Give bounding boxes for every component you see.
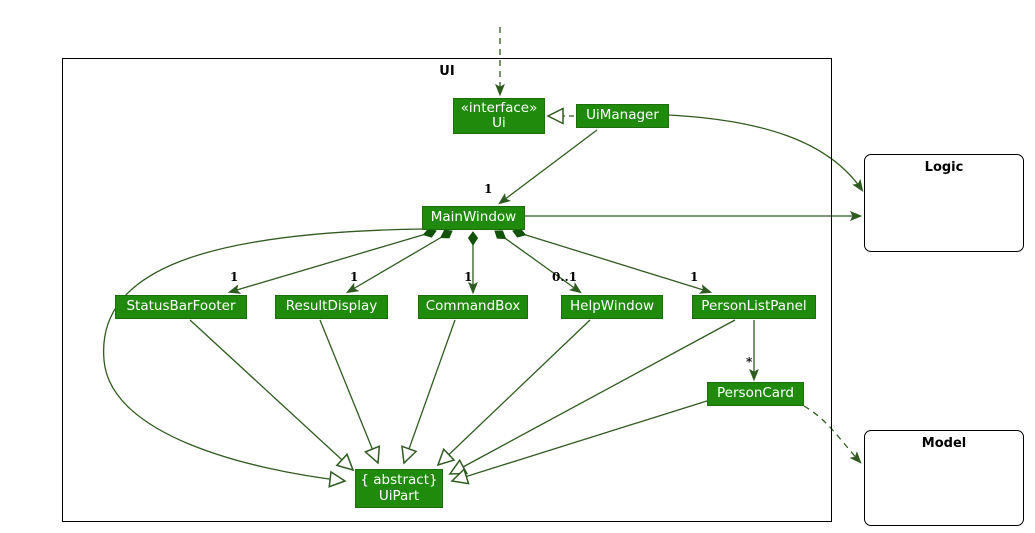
multiplicity-label-m_helpwindow: 0..1 xyxy=(552,270,578,284)
class-node-label: ResultDisplay xyxy=(285,298,378,315)
class-node-personlist[interactable]: PersonListPanel xyxy=(692,295,816,319)
edge-statusbarfooter-uipart xyxy=(189,319,355,472)
class-node-label: Ui xyxy=(492,115,506,131)
multiplicity-label-m_personlist: 1 xyxy=(690,270,699,284)
multiplicity-label-m_commandbox: 1 xyxy=(464,270,473,284)
class-node-statusbar[interactable]: StatusBarFooter xyxy=(115,295,247,319)
package-frame-logic xyxy=(864,154,1024,252)
multiplicity-label-m_statusbar: 1 xyxy=(230,270,239,284)
edge-helpwindow-uipart xyxy=(436,319,591,467)
edge-mainwindow-uipart xyxy=(103,228,425,488)
multiplicity-label-m_mainwindow: 1 xyxy=(484,182,493,196)
class-node-label: { abstract} xyxy=(360,472,438,489)
class-node-label: HelpWindow xyxy=(569,298,654,315)
class-node-ui_iface[interactable]: «interface»Ui xyxy=(453,98,545,134)
class-node-label: StatusBarFooter xyxy=(126,298,236,315)
class-node-label: PersonListPanel xyxy=(701,298,807,315)
package-title-model: Model xyxy=(921,436,967,451)
class-node-personcard[interactable]: PersonCard xyxy=(707,382,804,406)
class-node-label: «interface» xyxy=(460,99,538,116)
class-node-label: PersonCard xyxy=(717,385,794,402)
class-node-uimanager[interactable]: UiManager xyxy=(576,104,669,128)
multiplicity-label-m_personcard: * xyxy=(746,355,753,369)
class-node-helpwindow[interactable]: HelpWindow xyxy=(561,295,663,319)
edge-personlistpanel-uipart xyxy=(448,319,736,475)
class-node-resultdisp[interactable]: ResultDisplay xyxy=(275,295,388,319)
multiplicity-label-m_resultdisp: 1 xyxy=(350,270,359,284)
package-title-logic: Logic xyxy=(924,160,964,175)
class-node-commandbox[interactable]: CommandBox xyxy=(418,295,528,319)
class-node-uipart[interactable]: { abstract}UiPart xyxy=(355,469,443,508)
edge-resultdisplay-uipart xyxy=(319,319,381,465)
edge-mainwindow-resultdisplay xyxy=(348,231,452,292)
class-node-label: UiPart xyxy=(378,487,420,504)
package-frame-ui xyxy=(62,58,832,522)
edge-uimanager-mainwindow xyxy=(500,129,598,203)
class-node-mainwindow[interactable]: MainWindow xyxy=(422,206,525,230)
package-frame-model xyxy=(864,430,1024,526)
edge-uimanager-logic xyxy=(668,114,862,190)
package-title-ui: UI xyxy=(439,64,455,79)
edge-mainwindow-personlistpanel xyxy=(513,231,710,292)
class-node-label: CommandBox xyxy=(425,298,521,315)
edge-personcard-model xyxy=(803,405,860,462)
class-node-label: UiManager xyxy=(586,107,659,124)
edge-personcard-uipart xyxy=(450,399,711,485)
edge-commandbox-uipart xyxy=(401,319,456,465)
class-node-label: MainWindow xyxy=(430,209,517,226)
